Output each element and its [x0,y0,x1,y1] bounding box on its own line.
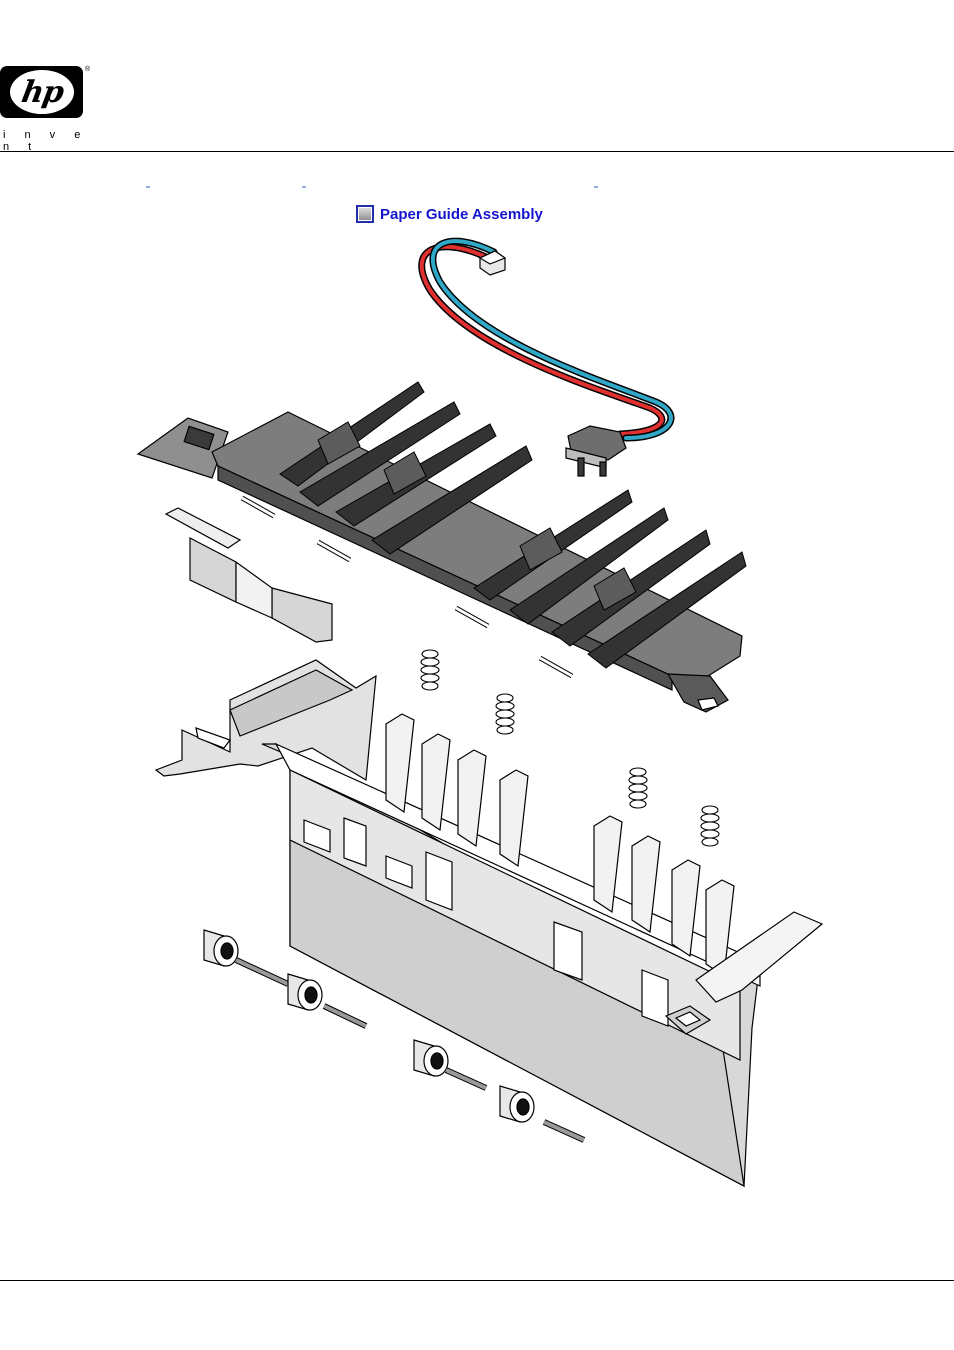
guide-clip [166,508,332,642]
lower-frame [156,660,822,1186]
footer-rule [0,1280,954,1281]
sensor-switch [566,426,626,476]
cable-harness [422,241,671,438]
